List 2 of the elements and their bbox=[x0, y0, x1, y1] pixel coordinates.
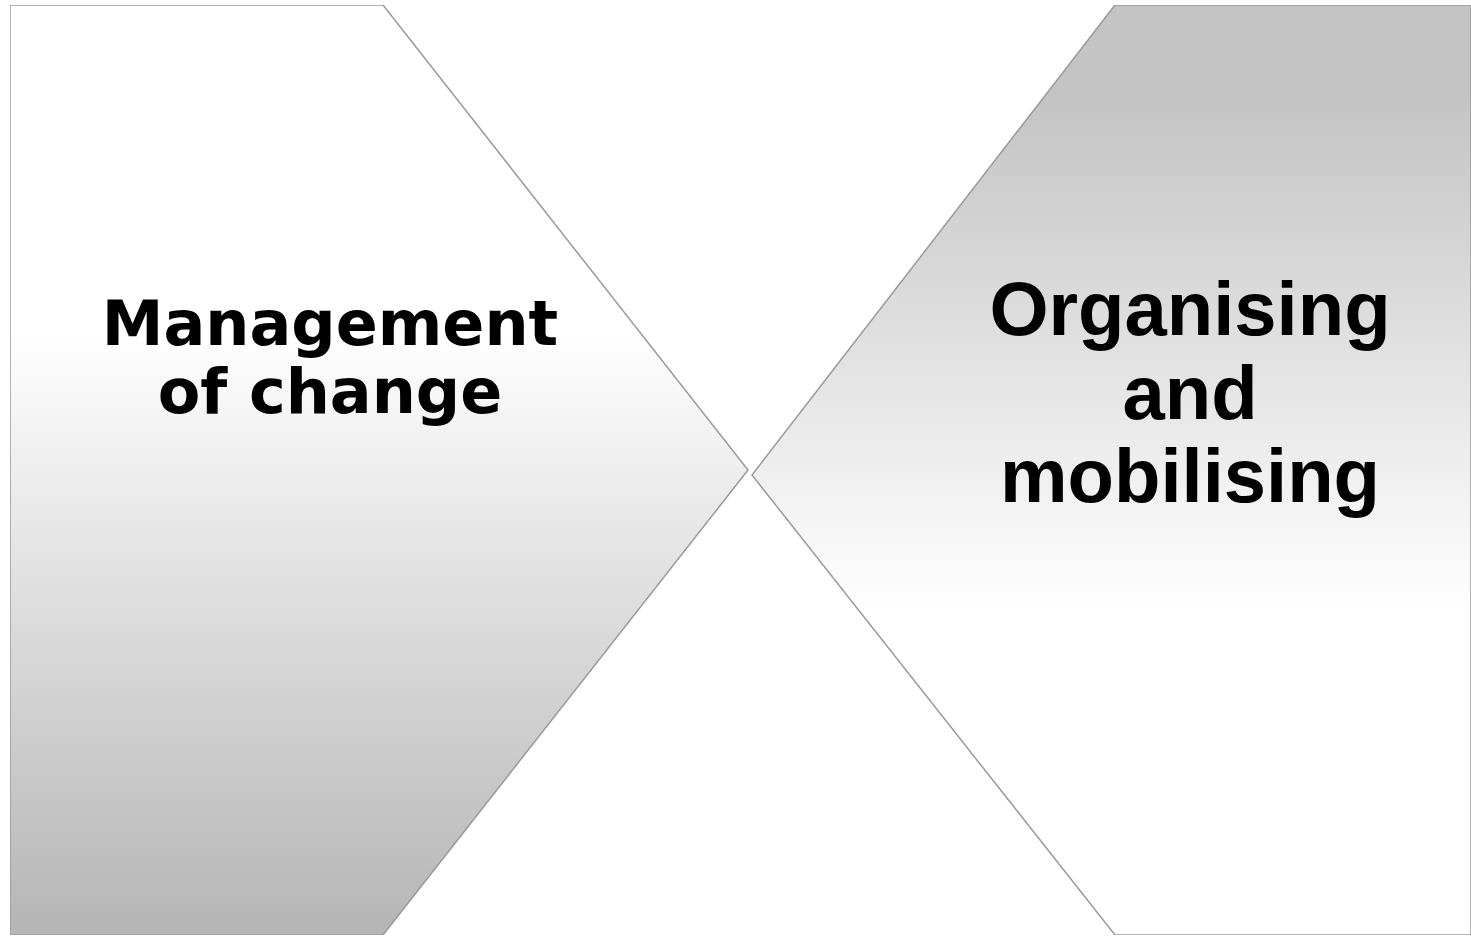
shape-heading: Management of change bbox=[100, 290, 560, 427]
shape-heading: Organising and mobilising bbox=[988, 267, 1392, 518]
